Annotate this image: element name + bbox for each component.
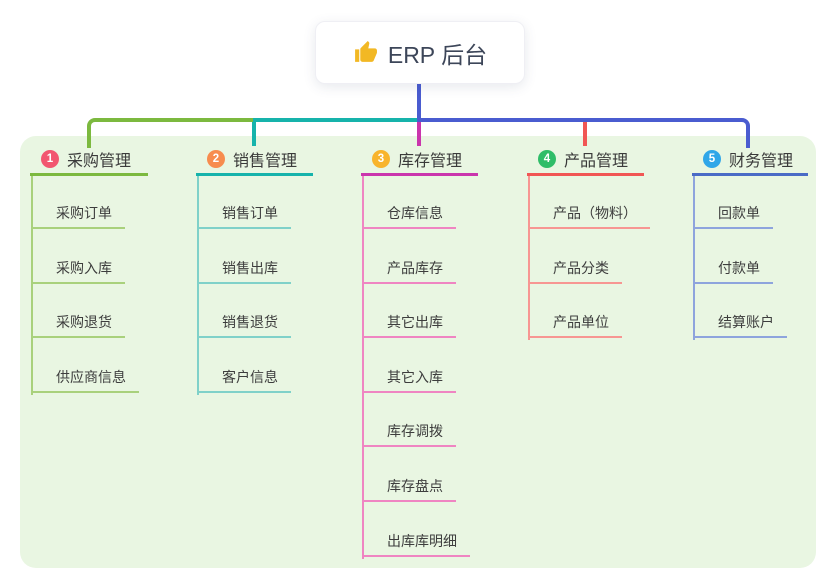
branch-spine-line xyxy=(693,176,695,340)
branch-header[interactable]: 3 库存管理 xyxy=(372,148,462,170)
child-node: 产品单位 xyxy=(528,312,622,338)
branch-underline xyxy=(361,173,478,176)
child-label[interactable]: 客户信息 xyxy=(197,367,291,393)
branch-underline xyxy=(30,173,148,176)
connector-root-drop xyxy=(417,82,421,120)
thumbs-up-icon xyxy=(354,41,377,62)
child-label[interactable]: 产品分类 xyxy=(528,258,622,284)
child-node: 回款单 xyxy=(693,203,773,229)
child-label[interactable]: 采购入库 xyxy=(31,258,125,284)
branch-label: 财务管理 xyxy=(729,153,794,170)
child-node: 采购退货 xyxy=(31,312,125,338)
branch-underline xyxy=(692,173,808,176)
child-node: 其它出库 xyxy=(362,312,456,338)
branch-header[interactable]: 4 产品管理 xyxy=(538,148,628,170)
child-node: 产品库存 xyxy=(362,258,456,284)
branch-underline xyxy=(196,173,313,176)
child-node: 产品分类 xyxy=(528,258,622,284)
branch-spine-line xyxy=(31,176,33,395)
child-label[interactable]: 销售订单 xyxy=(197,203,291,229)
child-node: 付款单 xyxy=(693,258,773,284)
child-label[interactable]: 产品（物料） xyxy=(528,203,650,229)
child-node: 结算账户 xyxy=(693,312,787,338)
child-label[interactable]: 产品单位 xyxy=(528,312,622,338)
child-label[interactable]: 出库库明细 xyxy=(362,531,470,557)
connector-rail-middle xyxy=(253,118,417,122)
child-label[interactable]: 销售出库 xyxy=(197,258,291,284)
child-node: 销售出库 xyxy=(197,258,291,284)
branch-number-badge: 5 xyxy=(703,150,721,168)
branch-number-badge: 2 xyxy=(207,150,225,168)
branch-label: 产品管理 xyxy=(564,153,629,170)
child-node: 销售退货 xyxy=(197,312,291,338)
branch-label: 库存管理 xyxy=(398,153,463,170)
child-label[interactable]: 其它出库 xyxy=(362,312,456,338)
branch-label: 销售管理 xyxy=(233,153,298,170)
connector-rail-right xyxy=(417,118,750,148)
root-node[interactable]: ERP 后台 xyxy=(315,21,525,84)
child-node: 销售订单 xyxy=(197,203,291,229)
child-label[interactable]: 仓库信息 xyxy=(362,203,456,229)
child-node: 采购入库 xyxy=(31,258,125,284)
child-node: 供应商信息 xyxy=(31,367,139,393)
child-node: 仓库信息 xyxy=(362,203,456,229)
child-node: 采购订单 xyxy=(31,203,125,229)
connector-drop-inventory xyxy=(417,121,421,146)
branch-label: 采购管理 xyxy=(67,153,132,170)
branch-number-badge: 1 xyxy=(41,150,59,168)
child-label[interactable]: 库存盘点 xyxy=(362,476,456,502)
child-label[interactable]: 回款单 xyxy=(693,203,773,229)
branch-spine-line xyxy=(362,176,364,559)
child-node: 库存调拨 xyxy=(362,421,456,447)
child-label[interactable]: 其它入库 xyxy=(362,367,456,393)
branch-header[interactable]: 2 销售管理 xyxy=(207,148,297,170)
branch-number-badge: 4 xyxy=(538,150,556,168)
branch-header[interactable]: 1 采购管理 xyxy=(41,148,131,170)
child-node: 客户信息 xyxy=(197,367,291,393)
connector-drop-product xyxy=(583,121,587,146)
child-label[interactable]: 库存调拨 xyxy=(362,421,456,447)
child-label[interactable]: 销售退货 xyxy=(197,312,291,338)
child-label[interactable]: 供应商信息 xyxy=(31,367,139,393)
child-node: 库存盘点 xyxy=(362,476,456,502)
branch-spine-line xyxy=(528,176,530,340)
root-title: ERP 后台 xyxy=(387,41,488,68)
child-node: 其它入库 xyxy=(362,367,456,393)
branch-header[interactable]: 5 财务管理 xyxy=(703,148,793,170)
child-label[interactable]: 付款单 xyxy=(693,258,773,284)
mindmap-panel xyxy=(20,136,816,568)
branch-spine-line xyxy=(197,176,199,395)
child-node: 出库库明细 xyxy=(362,531,470,557)
child-label[interactable]: 产品库存 xyxy=(362,258,456,284)
branch-number-badge: 3 xyxy=(372,150,390,168)
child-label[interactable]: 结算账户 xyxy=(693,312,787,338)
connector-drop-sales xyxy=(252,121,256,146)
child-node: 产品（物料） xyxy=(528,203,650,229)
child-label[interactable]: 采购订单 xyxy=(31,203,125,229)
child-label[interactable]: 采购退货 xyxy=(31,312,125,338)
branch-underline xyxy=(527,173,644,176)
connector-rail-left xyxy=(87,118,253,148)
